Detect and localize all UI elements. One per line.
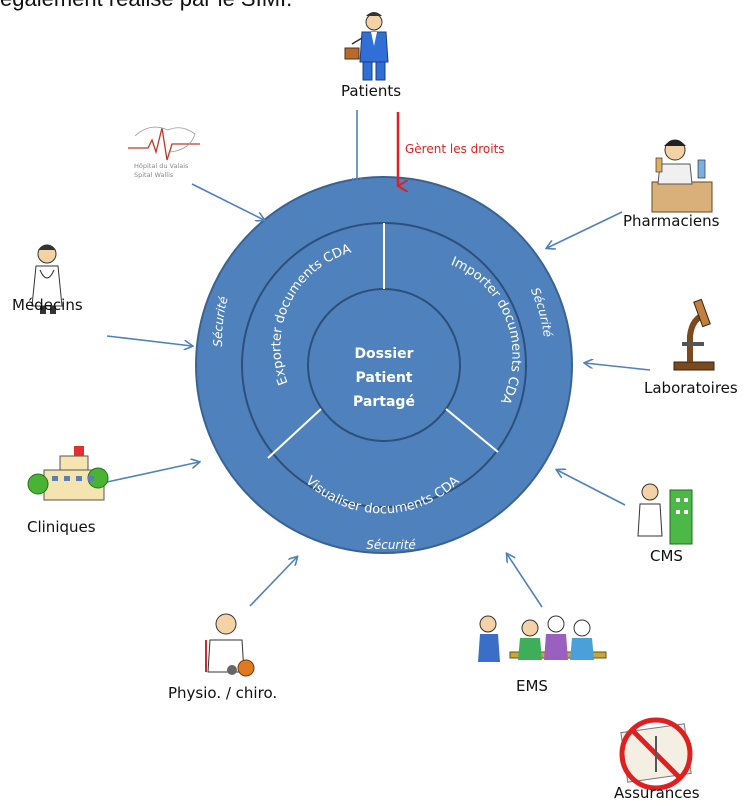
microscope-figure <box>673 298 715 371</box>
arrow-medecins <box>106 335 192 346</box>
hospital-logo-line1: Hôpital du Valais <box>134 162 189 170</box>
rights-label: Gèrent les droits <box>405 142 505 156</box>
arrow-physio <box>249 557 297 607</box>
arrow-cliniques <box>106 462 199 483</box>
label-cms: CMS <box>650 547 683 565</box>
center-line-1: Dossier <box>354 346 413 362</box>
divider-right <box>445 408 499 453</box>
arrow-hospital <box>191 183 264 220</box>
hospital-logo-line2: Spital Wallis <box>134 171 174 179</box>
medecin-figure <box>31 244 63 314</box>
label-assurances: Assurances <box>614 784 700 802</box>
cms-figure <box>637 483 693 545</box>
ems-figure <box>478 615 607 662</box>
label-laboratoires: Laboratoires <box>644 379 738 397</box>
arrow-cms <box>557 470 626 506</box>
patient-figure <box>344 12 389 81</box>
label-pharmaciens: Pharmaciens <box>623 212 720 230</box>
label-ems: EMS <box>516 677 548 695</box>
label-patients: Patients <box>341 82 402 100</box>
divider-left <box>267 408 322 459</box>
assurances-figure <box>619 717 693 791</box>
center-line-3: Partagé <box>353 394 415 410</box>
clinic-figure <box>27 446 109 501</box>
arrow-pharmaciens <box>547 211 623 248</box>
arrow-laboratoires <box>585 363 651 371</box>
label-physio: Physio. / chiro. <box>168 684 278 702</box>
hospital-logo: Hôpital du Valais Spital Wallis <box>128 126 200 179</box>
label-medecins: Médecins <box>12 296 83 314</box>
center-line-2: Patient <box>356 370 413 386</box>
label-cliniques: Cliniques <box>27 518 96 536</box>
header-partial-text: également réalisé par le SIMI. <box>0 0 292 12</box>
physio-figure <box>205 613 255 677</box>
security-label-bottom: Sécurité <box>366 538 416 552</box>
pharmacien-figure <box>651 139 713 213</box>
arrow-ems <box>507 554 543 608</box>
center-circle <box>307 288 461 442</box>
